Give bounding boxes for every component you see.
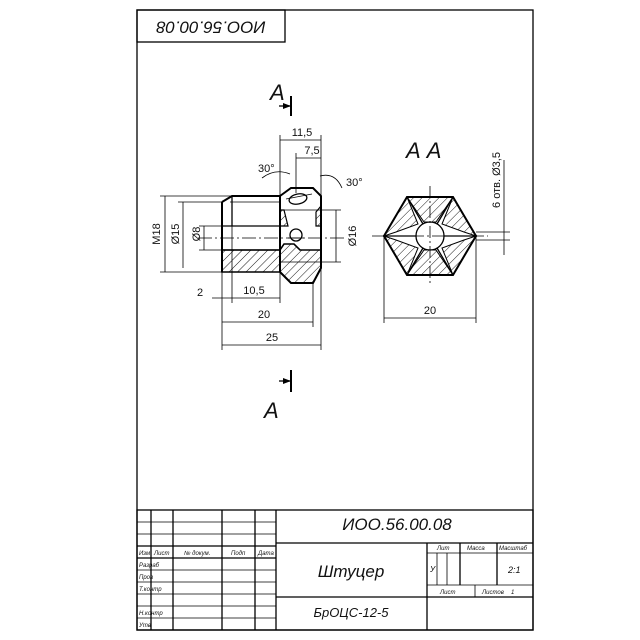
dim-angle-right: 30°	[319, 174, 363, 189]
svg-text:Лит: Лит	[436, 546, 449, 552]
svg-text:Листов: Листов	[481, 590, 504, 596]
dim-25: 25	[222, 268, 322, 350]
svg-text:Подп: Подп	[231, 551, 246, 557]
section-marker-bottom: А	[262, 370, 292, 423]
svg-text:M18: M18	[151, 223, 163, 244]
svg-text:Ø8: Ø8	[191, 227, 203, 242]
title-part-name: Штуцер	[318, 562, 385, 581]
svg-text:30°: 30°	[346, 177, 363, 189]
svg-text:Изм: Изм	[139, 551, 150, 557]
dim-d15: Ø15	[170, 201, 222, 268]
svg-text:Масштаб: Масштаб	[499, 546, 528, 552]
svg-text:Т.контр: Т.контр	[139, 587, 162, 593]
dim-7-5: 7,5	[295, 145, 321, 193]
svg-text:1: 1	[511, 590, 514, 596]
svg-text:10,5: 10,5	[243, 285, 264, 297]
dim-10-5: 10,5	[243, 272, 281, 303]
svg-text:Лист: Лист	[439, 590, 455, 596]
dim-d8: Ø8	[191, 225, 222, 251]
svg-text:Дата: Дата	[257, 551, 274, 557]
dim-m18: M18	[151, 195, 232, 273]
end-view: А А	[372, 138, 488, 286]
dim-angle-left: 30°	[258, 163, 291, 179]
svg-text:7,5: 7,5	[304, 145, 319, 157]
svg-text:Н.контр: Н.контр	[139, 611, 163, 617]
top-designation-box: ИОО.56.00.08	[136, 9, 286, 43]
title-designation: ИОО.56.00.08	[342, 515, 452, 534]
title-block: ИОО.56.00.08 Штуцер БрОЦС-12-5 Изм Лист …	[136, 509, 534, 631]
section-hatch-upper	[279, 204, 322, 227]
dim-holes: 6 отв. Ø3,5	[476, 152, 510, 255]
svg-text:У: У	[429, 565, 436, 574]
svg-text:6 отв. Ø3,5: 6 отв. Ø3,5	[491, 152, 503, 208]
svg-text:30°: 30°	[258, 163, 275, 175]
svg-text:А А: А А	[404, 138, 441, 163]
top-designation-text: ИОО.56.00.08	[156, 18, 266, 37]
svg-text:Утв: Утв	[138, 623, 151, 629]
svg-text:2: 2	[197, 287, 203, 299]
dim-d16: Ø16	[321, 209, 359, 263]
svg-text:20: 20	[424, 305, 436, 317]
svg-text:Пров: Пров	[139, 575, 153, 581]
dim-2: 2	[197, 226, 280, 350]
svg-text:Разраб: Разраб	[139, 563, 160, 569]
svg-text:Масса: Масса	[467, 546, 485, 552]
svg-text:20: 20	[258, 309, 270, 321]
svg-text:2:1: 2:1	[507, 565, 521, 575]
svg-text:А: А	[262, 398, 279, 423]
sheet-frame	[136, 9, 534, 631]
svg-text:11,5: 11,5	[292, 127, 313, 139]
section-marker-top: А	[268, 80, 292, 116]
title-material: БрОЦС-12-5	[314, 605, 390, 620]
svg-text:№ докум.: № докум.	[184, 550, 210, 557]
svg-text:Лист: Лист	[153, 551, 169, 557]
dim-20-end: 20	[383, 236, 477, 323]
svg-text:А: А	[268, 80, 285, 105]
svg-text:Ø16: Ø16	[347, 226, 359, 247]
dim-20-side: 20	[222, 283, 314, 327]
svg-text:Ø15: Ø15	[170, 224, 182, 245]
dim-11-5: 11,5	[279, 127, 322, 196]
svg-text:25: 25	[266, 332, 278, 344]
